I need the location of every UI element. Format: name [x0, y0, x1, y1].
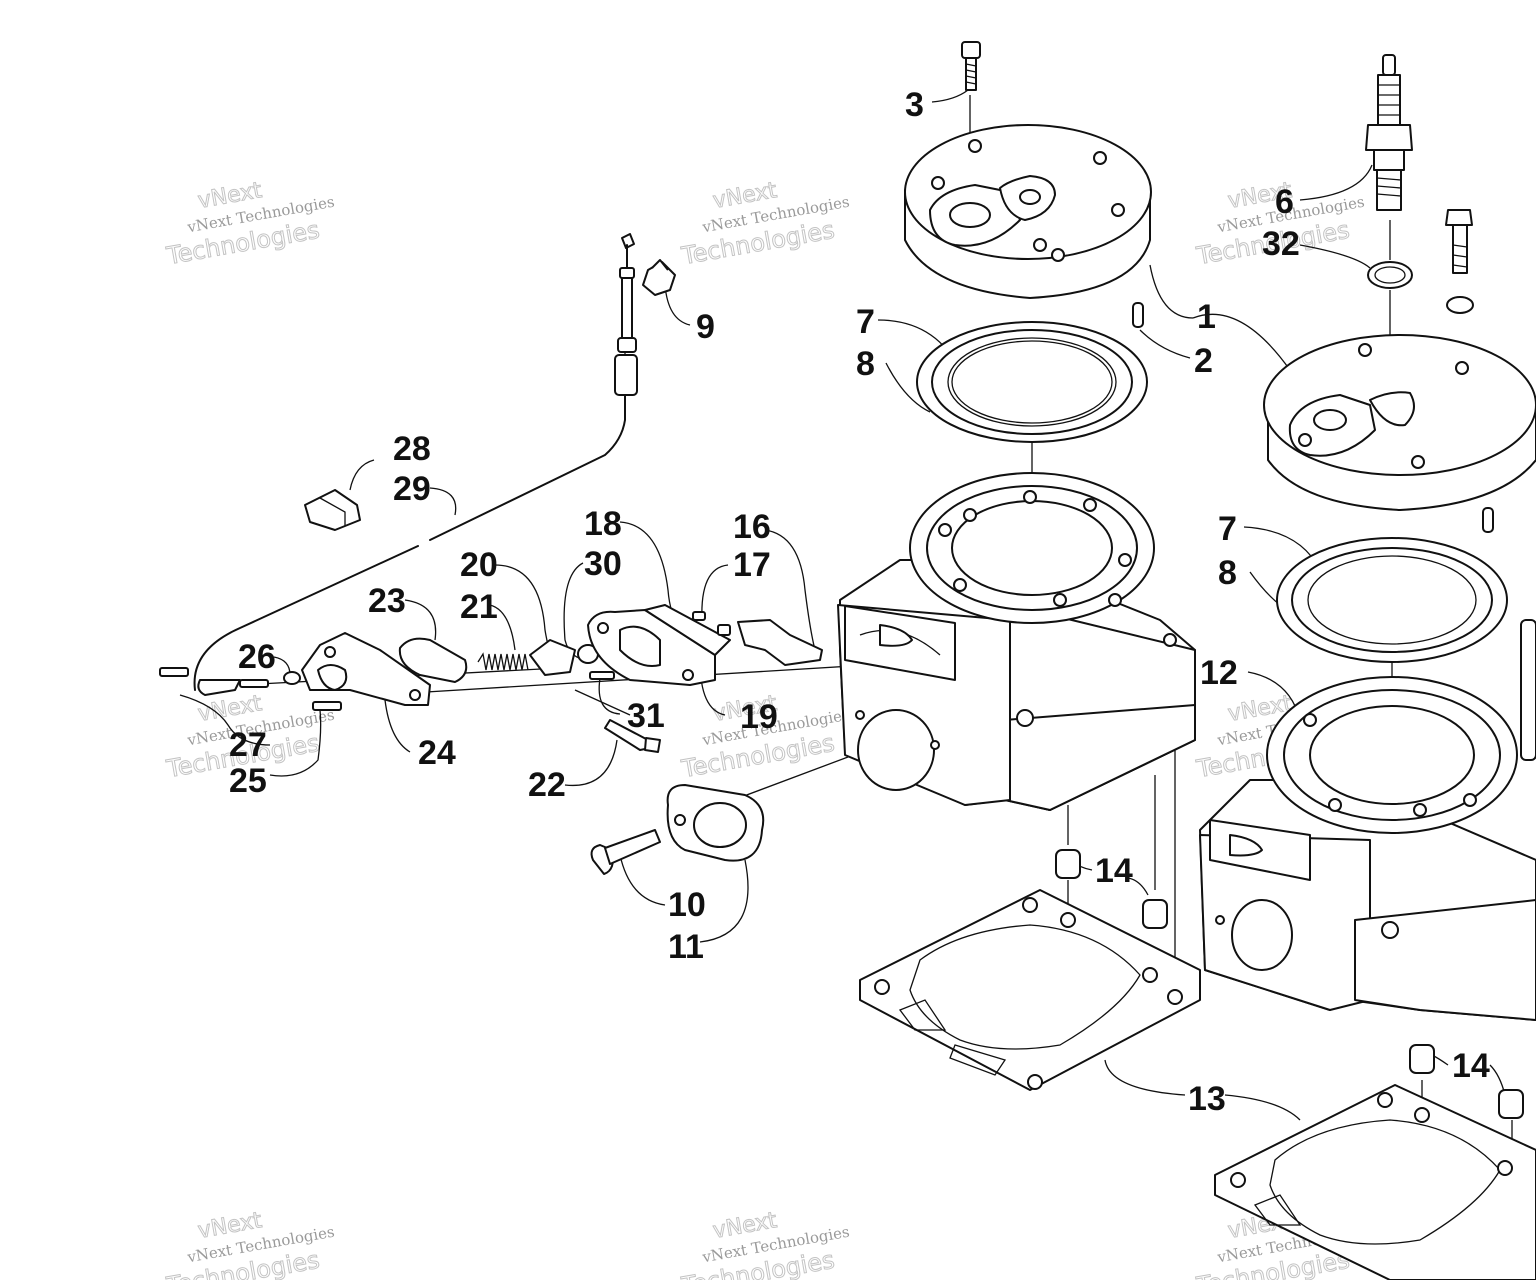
head-gasket-right	[1276, 537, 1508, 663]
callout-26: 26	[238, 638, 276, 676]
cable-clip	[642, 259, 676, 296]
watermark: vNext vNext Technologies Technologies	[1193, 178, 1366, 271]
callout-2: 2	[1194, 342, 1213, 380]
callout-8-right: 8	[1218, 554, 1237, 592]
callout-24: 24	[418, 734, 456, 772]
callout-9: 9	[696, 308, 715, 346]
callout-3: 3	[905, 86, 924, 124]
callout-27: 27	[229, 726, 267, 764]
callout-11: 11	[668, 928, 704, 966]
cylinder-head-left	[904, 124, 1152, 299]
callout-8: 8	[856, 345, 875, 383]
flange-bolt	[590, 829, 661, 875]
head-bolt	[961, 41, 981, 91]
spark-plug-washer	[1367, 261, 1413, 289]
callout-28: 28	[393, 430, 431, 468]
callout-31: 31	[627, 697, 665, 735]
base-gasket-right	[1214, 1084, 1536, 1280]
callout-13: 13	[1188, 1080, 1226, 1118]
exhaust-gasket	[666, 784, 765, 862]
valve-bolt	[604, 719, 661, 753]
valve-guide	[692, 611, 823, 666]
callout-labels: 3 1 2 6 32 7 8 7 8 9 10 11 12 13 14 14 1…	[229, 86, 1490, 1118]
head-gasket-left	[916, 321, 1148, 443]
spark-plug	[1365, 54, 1413, 211]
valve-actuator	[529, 639, 615, 680]
cylinder-head-right	[1263, 334, 1536, 533]
cylinder-dowel	[1055, 849, 1081, 879]
callout-6: 6	[1275, 183, 1294, 221]
callout-25: 25	[229, 762, 267, 800]
base-gasket-left	[859, 889, 1201, 1091]
callout-22: 22	[528, 766, 566, 804]
callout-18: 18	[584, 505, 622, 543]
callout-20: 20	[460, 546, 498, 584]
callout-10: 10	[668, 886, 706, 924]
callout-1: 1	[1197, 298, 1216, 336]
callout-29: 29	[393, 470, 431, 508]
callout-16: 16	[733, 508, 771, 546]
cable-clamp	[304, 489, 361, 531]
watermark: vNext vNext Technologies Technologies	[163, 178, 336, 271]
callout-14-right: 14	[1452, 1047, 1490, 1085]
head-bolt-right	[1445, 209, 1474, 314]
valve-spring	[477, 652, 529, 671]
callout-21: 21	[460, 588, 498, 626]
callout-14: 14	[1095, 852, 1133, 890]
valve-seal-pad	[398, 637, 468, 683]
valve-cover	[587, 604, 731, 686]
valve-housing-rear	[301, 632, 431, 706]
callout-12: 12	[1200, 654, 1238, 692]
cylinder-dowel	[1498, 1089, 1524, 1119]
valve-cable	[193, 233, 638, 691]
callout-7: 7	[856, 303, 875, 341]
callout-30: 30	[584, 545, 622, 583]
callout-19: 19	[740, 698, 778, 736]
cylinder-dowel	[1409, 1044, 1435, 1074]
callout-7-right: 7	[1218, 510, 1237, 548]
watermark: vNext vNext Technologies Technologies	[163, 1208, 336, 1280]
watermark: vNext vNext Technologies Technologies	[678, 1208, 851, 1280]
leader-lines	[179, 89, 1506, 1121]
small-screws	[159, 667, 342, 711]
callout-23: 23	[368, 582, 406, 620]
callout-32: 32	[1262, 225, 1300, 263]
watermark: vNext vNext Technologies Technologies	[678, 178, 851, 271]
cylinder-right	[1199, 619, 1536, 1021]
cylinder-left	[837, 472, 1196, 811]
callout-17: 17	[733, 546, 771, 584]
dowel-pin	[1132, 302, 1144, 328]
cylinder-dowel	[1142, 899, 1168, 929]
